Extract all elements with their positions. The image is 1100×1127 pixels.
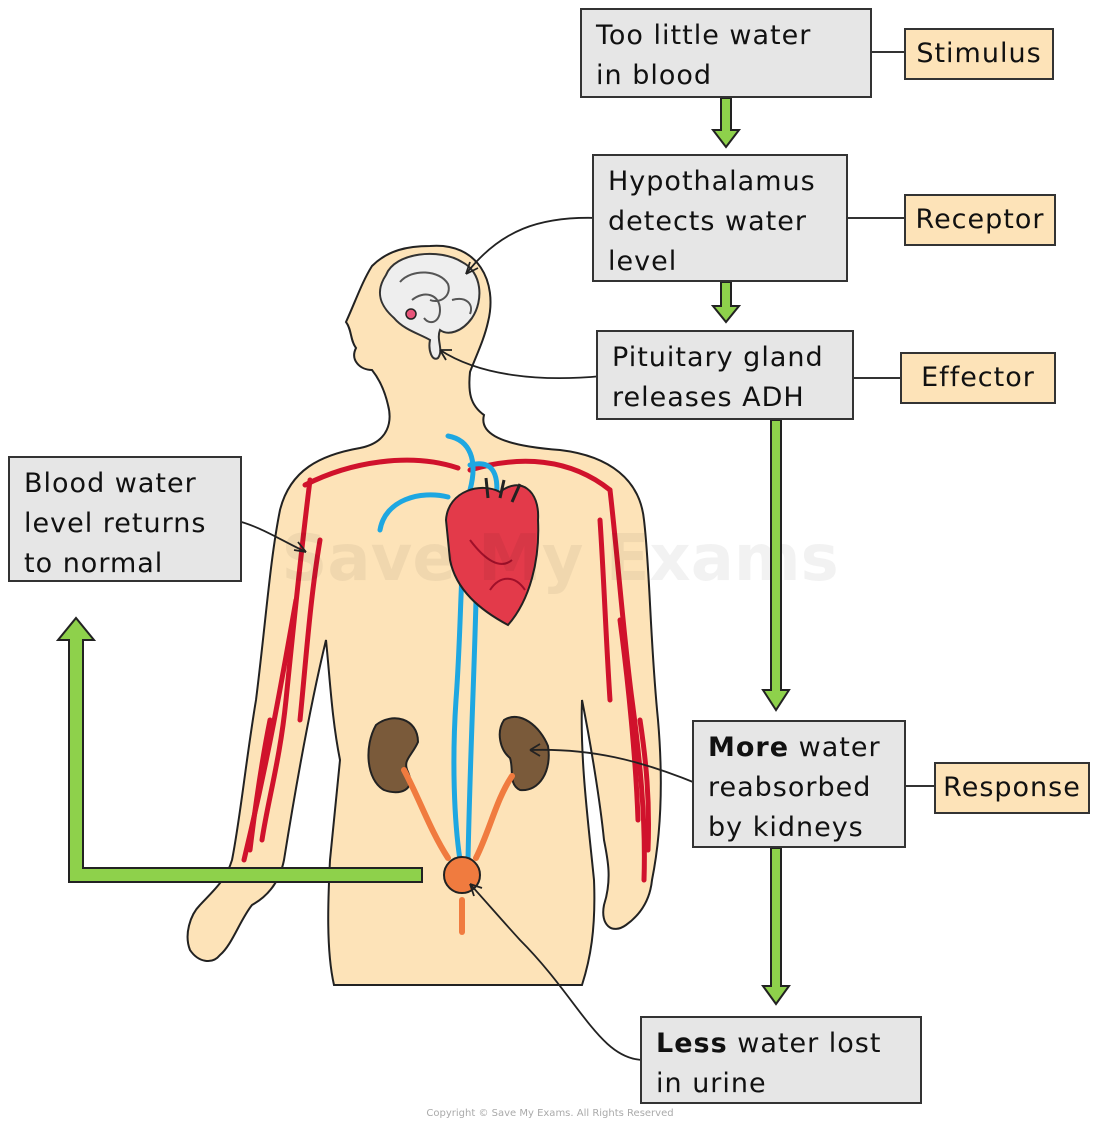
arteries <box>241 457 652 883</box>
arrow-feedback-loop <box>55 616 423 883</box>
ureters <box>401 767 515 935</box>
box-line: Blood water <box>24 468 197 499</box>
arrow-effector-to-response <box>761 419 791 712</box>
box-line: Too little water <box>596 20 812 51</box>
box-line: in blood <box>596 60 713 91</box>
veins <box>377 433 500 863</box>
arrow-receptor-to-effector <box>710 281 742 324</box>
outcome-box: Less water lost in urine <box>640 1016 922 1104</box>
effector-box: Pituitary gland releases ADH <box>596 330 854 420</box>
return-to-normal-box: Blood water level returns to normal <box>8 456 242 582</box>
box-line: detects water <box>608 206 807 237</box>
box-line: level returns <box>24 508 207 539</box>
receptor-label: Receptor <box>904 194 1056 246</box>
box-line: to normal <box>24 548 164 579</box>
box-line: level <box>608 246 678 277</box>
box-line: Hypothalamus <box>608 166 816 197</box>
arrow-response-to-outcome <box>761 847 791 1006</box>
heart <box>444 477 540 627</box>
box-line: Less water lost <box>656 1024 910 1064</box>
pointer-lines <box>233 216 699 1061</box>
response-box: More water reabsorbed by kidneys <box>692 720 906 848</box>
bold-word: More <box>708 732 790 763</box>
stimulus-box: Too little water in blood <box>580 8 872 98</box>
box-line: in urine <box>656 1068 767 1099</box>
receptor-box: Hypothalamus detects water level <box>592 154 848 282</box>
box-text: water <box>789 732 881 763</box>
box-line: by kidneys <box>708 812 864 843</box>
pointer-bladder <box>469 883 645 1061</box>
pointer-kidneys <box>529 748 699 785</box>
body-silhouette <box>186 244 662 986</box>
response-label: Response <box>934 762 1090 814</box>
stimulus-label: Stimulus <box>904 28 1054 80</box>
box-line: reabsorbed <box>708 772 872 803</box>
box-text: water lost <box>727 1028 882 1059</box>
pointer-hypothalamus <box>465 216 599 275</box>
box-line: More water <box>708 728 894 768</box>
label-connectors <box>848 51 934 787</box>
pointer-pituitary <box>439 349 603 380</box>
watermark-text: Save My Exams <box>281 522 838 596</box>
copyright-notice: Copyright © Save My Exams. All Rights Re… <box>426 1108 674 1119</box>
arrow-stimulus-to-receptor <box>710 97 742 149</box>
brain <box>378 252 481 360</box>
box-line: releases ADH <box>612 382 805 413</box>
bladder <box>443 856 481 894</box>
box-line: Pituitary gland <box>612 342 824 373</box>
effector-label: Effector <box>900 352 1056 404</box>
bold-word: Less <box>656 1028 728 1059</box>
hypothalamus-dot <box>405 308 417 320</box>
flow-arrows <box>55 97 791 1006</box>
